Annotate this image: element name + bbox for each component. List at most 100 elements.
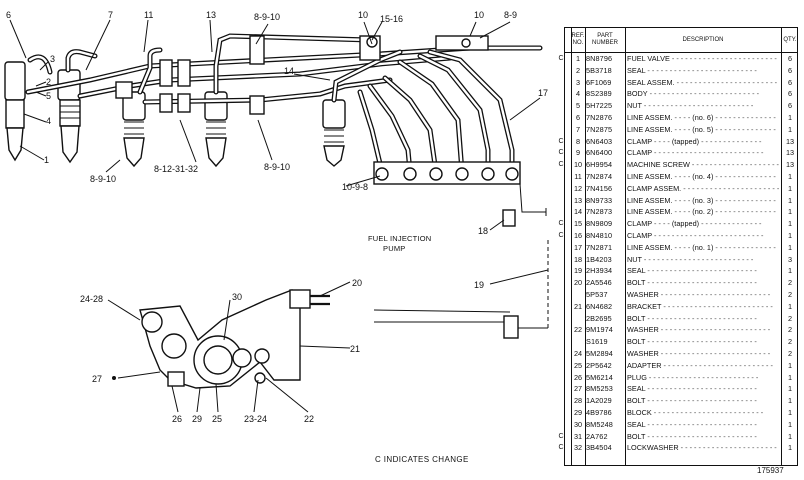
part-number-cell: 8N4810 bbox=[586, 231, 613, 240]
change-mark: C bbox=[558, 432, 564, 440]
description-cell: NUT - - - - - - - - - - - - - - - - - - … bbox=[627, 100, 779, 112]
ref-no-cell: 9 bbox=[575, 148, 581, 158]
description-cell: BOLT - - - - - - - - - - - - - - - - - -… bbox=[627, 395, 779, 407]
callout: 29 bbox=[192, 414, 202, 424]
callout: 3 bbox=[50, 54, 55, 64]
ref-no-cell: 27 bbox=[573, 384, 583, 394]
leader-dots: - - - - - - - - - - - - - - - - - - - - … bbox=[661, 301, 773, 311]
leader-dots: - - - - - - - - - - - - - - - - - - - - … bbox=[658, 325, 771, 335]
description-cell: ADAPTER - - - - - - - - - - - - - - - - … bbox=[627, 360, 779, 372]
description-cell: FUEL VALVE - - - - - - - - - - - - - - -… bbox=[627, 53, 779, 65]
ref-no-cell: 2 bbox=[575, 65, 581, 75]
description-cell: LINE ASSEM. - - - - (no. 3) - - - - - - … bbox=[627, 195, 779, 207]
leader-lines bbox=[9, 19, 549, 413]
description-text: LINE ASSEM. bbox=[627, 113, 673, 122]
change-mark: C bbox=[558, 220, 564, 228]
description-text: SEAL bbox=[627, 65, 646, 75]
fuel-valve-1 bbox=[4, 61, 26, 162]
leader-dots: - - - - - - - - - - - - - - - - - - - - … bbox=[645, 278, 757, 288]
line-clamps bbox=[115, 35, 489, 115]
ref-no-cell: 22 bbox=[573, 325, 583, 335]
part-number-cell: 1B4203 bbox=[586, 254, 612, 264]
description-cell: LINE ASSEM. - - - - (no. 5) - - - - - - … bbox=[627, 124, 779, 136]
ref-no-cell: 11 bbox=[574, 172, 582, 181]
part-number-cell: 1A2029 bbox=[586, 396, 612, 406]
part-number-cell: 7N2874 bbox=[586, 172, 613, 181]
leader-dots: - - - - - - - - - - - - - - - - - - - - … bbox=[658, 290, 771, 299]
leader-dots: - - - - - - - - - - - - - - - - - - - - … bbox=[669, 54, 779, 63]
leader-dots: - - - - - - - - - - - - - - bbox=[699, 219, 762, 229]
callout: 2 bbox=[46, 77, 51, 87]
description-note: (no. 2) bbox=[692, 207, 714, 217]
description-text: SEAL bbox=[627, 266, 646, 276]
qty-cell: 2 bbox=[787, 278, 793, 288]
part-number-cell: 5M2894 bbox=[586, 349, 613, 358]
description-cell: PLUG - - - - - - - - - - - - - - - - - -… bbox=[627, 372, 779, 384]
change-mark: C bbox=[558, 444, 564, 452]
part-number-cell: 7N2871 bbox=[586, 242, 613, 252]
description-text: NUT bbox=[627, 254, 642, 264]
change-mark: C bbox=[558, 232, 564, 239]
description-text: LINE ASSEM. bbox=[627, 172, 673, 181]
description-cell: BOLT - - - - - - - - - - - - - - - - - -… bbox=[627, 277, 779, 289]
ref-no-cell: 26 bbox=[573, 372, 583, 382]
description-cell: WASHER - - - - - - - - - - - - - - - - -… bbox=[627, 324, 779, 336]
qty-cell: 2 bbox=[787, 349, 793, 358]
ref-no-cell: 6 bbox=[575, 113, 581, 122]
description-cell: SEAL - - - - - - - - - - - - - - - - - -… bbox=[627, 419, 779, 431]
description-cell: SEAL - - - - - - - - - - - - - - - - - -… bbox=[627, 383, 779, 395]
qty-cell: 6 bbox=[787, 101, 793, 111]
part-number-cell: 6N4682 bbox=[586, 301, 613, 311]
ref-no-cell: 8 bbox=[575, 136, 581, 146]
description-text: LINE ASSEM. bbox=[627, 124, 673, 134]
part-number-cell: 7N2873 bbox=[586, 207, 613, 217]
leader-dots: - - - - - - - - - - - - - - - - - - - - … bbox=[646, 372, 759, 382]
callout: 1 bbox=[44, 155, 49, 165]
leader-dots: - - - - - - - - - - - - - - - - - - - - … bbox=[645, 266, 757, 276]
ref-no-cell: 14 bbox=[573, 207, 583, 217]
qty-cell: 1 bbox=[787, 207, 793, 217]
description-cell: BLOCK - - - - - - - - - - - - - - - - - … bbox=[627, 407, 779, 419]
header-description: DESCRIPTION bbox=[682, 36, 724, 43]
leader-dots: - - - - - - - - - - - - - - - - - - - - … bbox=[652, 231, 764, 240]
description-cell: BOLT - - - - - - - - - - - - - - - - - -… bbox=[627, 431, 779, 443]
leader-dots: - - - - - - - - - - - - - - - - - - - - … bbox=[652, 148, 764, 158]
leader-dots: - - - - bbox=[672, 124, 693, 134]
change-mark: C bbox=[558, 137, 564, 145]
ref-no-cell: 17 bbox=[573, 242, 583, 252]
qty-cell: 1 bbox=[787, 301, 793, 311]
description-cell: WASHER - - - - - - - - - - - - - - - - -… bbox=[627, 348, 779, 360]
qty-cell: 6 bbox=[787, 77, 793, 87]
description-text: BRACKET bbox=[627, 301, 662, 311]
callout: 19 bbox=[474, 280, 484, 290]
ref-no-cell: 1 bbox=[575, 54, 581, 63]
description-text: PLUG bbox=[627, 372, 647, 382]
bracket-assembly bbox=[112, 289, 330, 389]
description-cell: CLAMP - - - - - - - - - - - - - - - - - … bbox=[627, 230, 779, 242]
callout: 8-9-10 bbox=[90, 174, 116, 184]
part-number-cell: S1619 bbox=[586, 337, 608, 347]
leader-dots: - - - - - - - - - - - - - - - - - - - - … bbox=[674, 77, 779, 87]
description-text: CLAMP bbox=[627, 231, 653, 240]
part-number-cell: 8N9809 bbox=[586, 219, 613, 229]
description-cell: CLAMP ASSEM. - - - - - - - - - - - - - -… bbox=[627, 183, 779, 195]
fuel-valve-3 bbox=[122, 91, 146, 168]
description-text: BOLT bbox=[627, 396, 646, 406]
description-cell: BOLT - - - - - - - - - - - - - - - - - -… bbox=[627, 313, 779, 325]
part-number-cell: 8N8796 bbox=[586, 54, 613, 63]
leader-dots: - - - - bbox=[672, 172, 693, 181]
change-mark: C bbox=[558, 55, 564, 62]
pump-fittings bbox=[373, 161, 549, 339]
ref-no-cell: 16 bbox=[573, 231, 583, 240]
description-text: CLAMP ASSEM. bbox=[627, 183, 682, 193]
description-text: BOLT bbox=[627, 278, 646, 288]
callout: 22 bbox=[304, 414, 314, 424]
